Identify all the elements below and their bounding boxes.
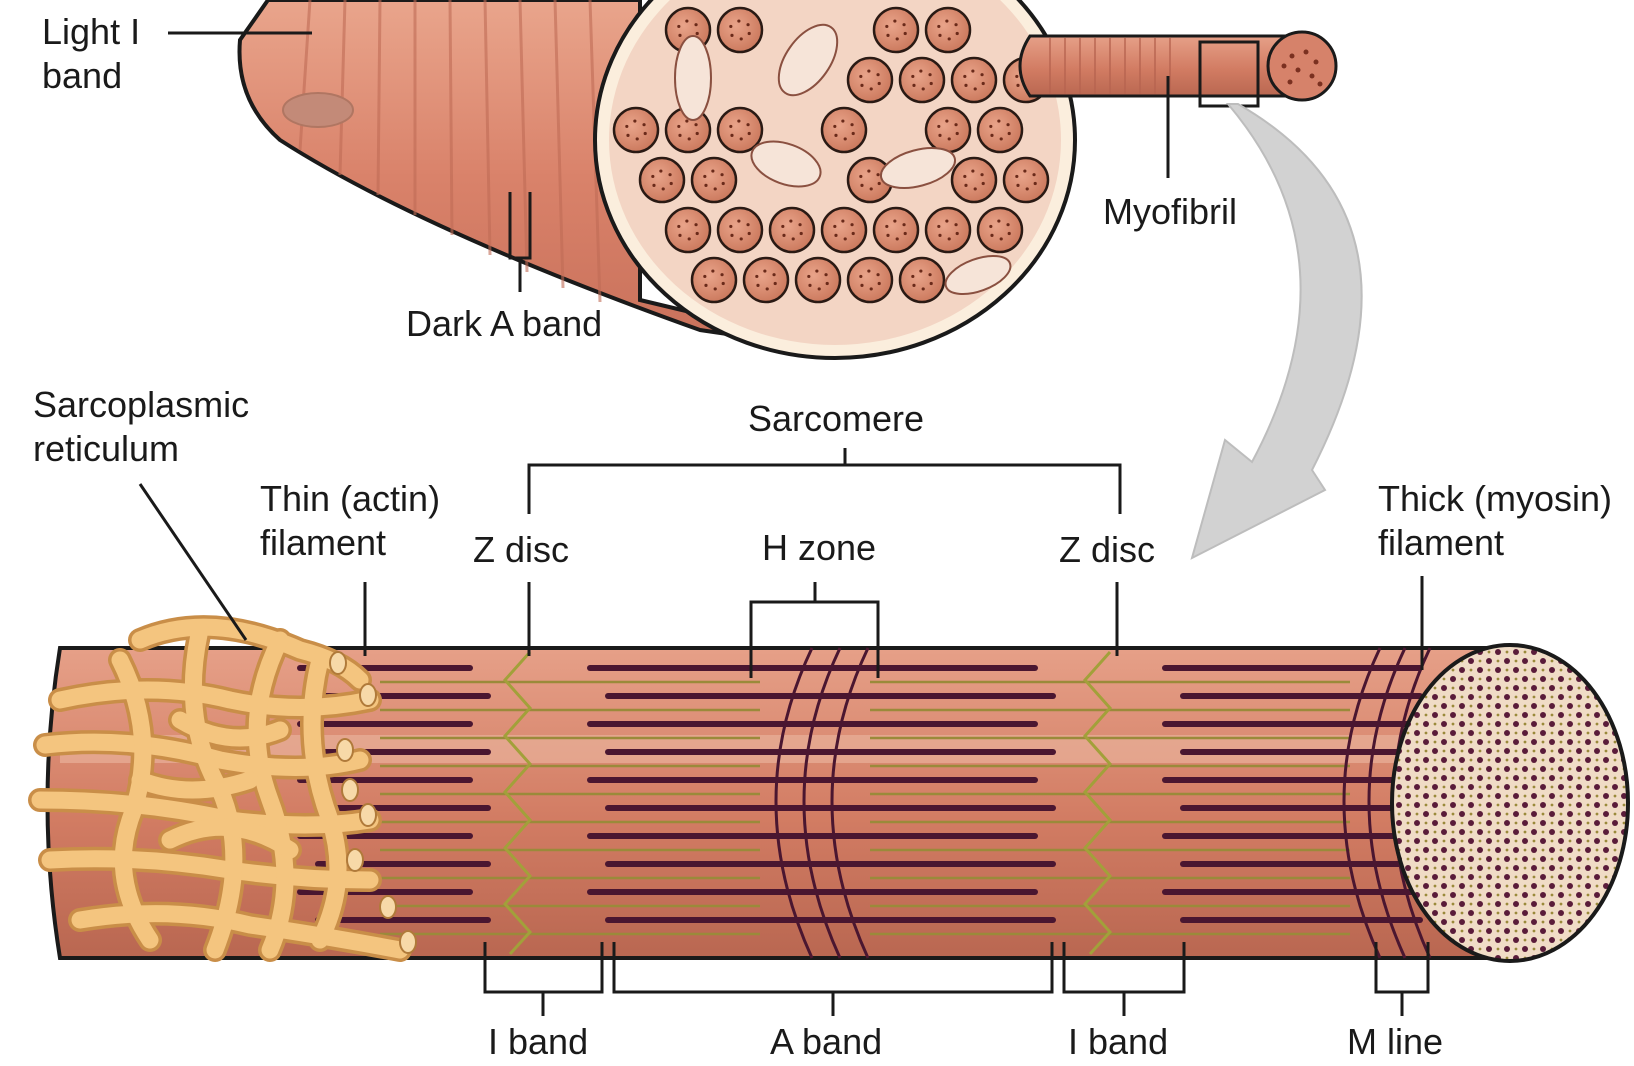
myofibril-dot	[690, 256, 738, 304]
myofibril-dot	[794, 256, 842, 304]
myofibril-dot	[846, 56, 894, 104]
reticulum-tubule	[131, 771, 259, 799]
reticulum-end	[336, 738, 354, 762]
reticulum-tubule	[248, 631, 294, 959]
myofibril-dot	[950, 156, 998, 204]
zoom-arrow	[1190, 103, 1363, 560]
reticulum-end	[346, 848, 364, 872]
mitochondrion	[777, 23, 839, 97]
thick-filament-label: Thick (myosin) filament	[1378, 478, 1613, 563]
a-band-label: A band	[770, 1021, 883, 1062]
sarcomere-bracket	[527, 463, 1122, 514]
reticulum-end	[399, 930, 417, 954]
myofibril-dot	[976, 106, 1024, 154]
bottom-leaders	[138, 448, 1430, 1016]
reticulum-end	[341, 778, 359, 802]
myofibril-dot	[872, 6, 920, 54]
myofibril-cross-section	[1390, 643, 1630, 963]
myofibril-dot	[820, 106, 868, 154]
nucleus	[282, 92, 354, 128]
myofibril-dot	[664, 206, 712, 254]
h-zone-label: H zone	[762, 527, 877, 568]
myofibril-dot	[612, 106, 660, 154]
myofibril-dot	[950, 56, 998, 104]
myofibril-dot	[638, 156, 686, 204]
sarcomere-label: Sarcomere	[748, 398, 925, 439]
myofibril-dot	[924, 6, 972, 54]
muscle-fiber-body	[237, 0, 871, 357]
reticulum-tubule	[171, 711, 289, 747]
z-disc-left-zigzag	[502, 651, 533, 956]
light-i-band-label: Light I band	[42, 11, 141, 96]
reticulum-tubule	[51, 681, 379, 716]
muscle-fiber	[237, 0, 1363, 560]
m-line-label: M line	[1347, 1021, 1444, 1062]
myofibril-dot	[924, 206, 972, 254]
m-line-arcs	[774, 647, 1432, 959]
i-band-left-label: I band	[488, 1021, 589, 1062]
top-leaders	[168, 31, 1170, 292]
sarcoplasmic-leader	[138, 483, 248, 641]
z-disc-right-label: Z disc	[1059, 529, 1156, 570]
myofibril-dot	[820, 206, 868, 254]
reticulum-end	[359, 683, 377, 707]
sarcoplasmic-reticulum-label: Sarcoplasmic reticulum	[33, 384, 250, 469]
reticulum-end	[329, 651, 347, 675]
myofibril-dot	[898, 56, 946, 104]
reticulum-tubule	[111, 651, 159, 949]
myofibril-dot	[898, 256, 946, 304]
myofibril-dot	[690, 156, 738, 204]
myofibril-dot	[768, 206, 816, 254]
reticulum-tubule	[161, 818, 299, 859]
thin-filament-label: Thin (actin) filament	[260, 478, 441, 563]
myofibril-dot	[716, 106, 764, 154]
dark-a-band-label: Dark A band	[406, 303, 603, 344]
myofibril-dot	[846, 256, 894, 304]
myofibril-dot	[976, 206, 1024, 254]
reticulum-end	[379, 895, 397, 919]
myofibril-dot	[716, 206, 764, 254]
z-disc-lines	[502, 651, 1113, 956]
mitochondrion	[750, 140, 822, 188]
myofibril-rod	[1018, 30, 1338, 108]
myofibril-dot	[1002, 156, 1050, 204]
sarcoplasmic-reticulum	[28, 615, 417, 962]
z-disc-left-label: Z disc	[473, 529, 570, 570]
myofibril-end	[1266, 30, 1338, 102]
myofibril-dot	[924, 106, 972, 154]
i-band-right-label: I band	[1068, 1021, 1169, 1062]
mitochondrion	[674, 35, 712, 121]
myofibril-cross-sections	[612, 6, 1050, 304]
mitochondrion	[944, 254, 1012, 296]
myofibril-dot	[742, 256, 790, 304]
z-disc-right-zigzag	[1082, 651, 1113, 956]
myofibril-label: Myofibril	[1103, 191, 1238, 232]
myofibril-dot	[716, 6, 764, 54]
mitochondria	[674, 23, 1012, 296]
myofibril-dot	[872, 206, 920, 254]
reticulum-end	[359, 803, 377, 827]
mitochondrion	[880, 147, 956, 189]
reticulum-tubule	[303, 651, 347, 949]
